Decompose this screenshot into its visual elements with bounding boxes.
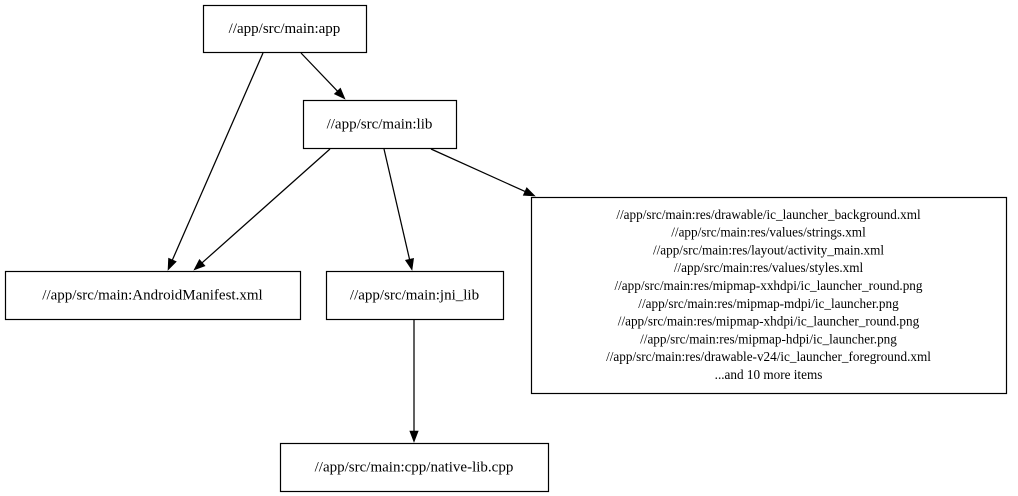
graph-node-native_lib[interactable]: //app/src/main:cpp/native-lib.cpp	[279, 442, 550, 493]
node-label-lib: //app/src/main:lib	[327, 116, 433, 132]
node-label-line: //app/src/main:res/mipmap-xxhdpi/ic_laun…	[614, 278, 922, 293]
edge-shaft	[430, 148, 526, 193]
arrowhead-icon	[404, 257, 414, 271]
node-label-jni_lib: //app/src/main:jni_lib	[350, 287, 479, 303]
graph-edge-lib-to-resources	[430, 148, 536, 197]
node-label-line: //app/src/main:res/drawable-v24/ic_launc…	[606, 349, 931, 364]
node-label-line: //app/src/main:res/drawable/ic_launcher_…	[616, 207, 921, 222]
arrowhead-icon	[409, 430, 419, 443]
graph-node-manifest[interactable]: //app/src/main:AndroidManifest.xml	[4, 270, 302, 321]
arrowhead-icon	[167, 257, 177, 271]
node-label-line: //app/src/main:res/mipmap-hdpi/ic_launch…	[640, 331, 897, 346]
node-label-resources: //app/src/main:res/drawable/ic_launcher_…	[606, 207, 931, 382]
node-label-native_lib: //app/src/main:cpp/native-lib.cpp	[315, 459, 514, 475]
node-label-line: ...and 10 more items	[715, 367, 823, 382]
node-label-line: //app/src/main:res/mipmap-xhdpi/ic_launc…	[618, 314, 920, 329]
node-box-resources[interactable]	[530, 196, 1008, 395]
node-label-line: //app/src/main:res/layout/activity_main.…	[653, 242, 884, 257]
node-box-jni_lib[interactable]	[325, 270, 505, 321]
arrowhead-icon	[333, 87, 346, 100]
graph-node-jni_lib[interactable]: //app/src/main:jni_lib	[325, 270, 505, 321]
edge-shaft	[171, 52, 264, 261]
graph-edge-lib-to-manifest	[193, 148, 331, 271]
graph-node-resources[interactable]: //app/src/main:res/drawable/ic_launcher_…	[530, 196, 1008, 395]
graph-node-app[interactable]: //app/src/main:app	[202, 4, 368, 54]
node-box-native_lib[interactable]	[279, 442, 550, 493]
edge-shaft	[300, 52, 338, 92]
graph-edge-app-to-lib	[300, 52, 346, 100]
graph-edge-lib-to-jni-lib	[383, 148, 414, 271]
node-box-app[interactable]	[202, 4, 368, 54]
node-label-manifest: //app/src/main:AndroidManifest.xml	[42, 287, 262, 303]
edges-layer	[167, 52, 536, 443]
node-label-line: //app/src/main:res/values/styles.xml	[674, 260, 864, 275]
node-label-line: //app/src/main:res/mipmap-mdpi/ic_launch…	[638, 296, 899, 311]
edge-shaft	[201, 148, 331, 264]
node-box-manifest[interactable]	[4, 270, 302, 321]
edge-shaft	[383, 148, 411, 260]
arrowhead-icon	[193, 259, 206, 271]
nodes-layer: //app/src/main:app //app/src/main:lib //ap…	[4, 4, 1008, 493]
node-box-lib[interactable]	[302, 99, 458, 150]
graph-node-lib[interactable]: //app/src/main:lib	[302, 99, 458, 150]
graph-edge-jni-lib-to-native-lib	[409, 320, 419, 443]
arrowhead-icon	[522, 187, 536, 197]
node-label-app: //app/src/main:app	[229, 21, 341, 37]
graph-edge-app-to-manifest	[167, 52, 264, 271]
node-label-line: //app/src/main:res/values/strings.xml	[671, 225, 866, 240]
